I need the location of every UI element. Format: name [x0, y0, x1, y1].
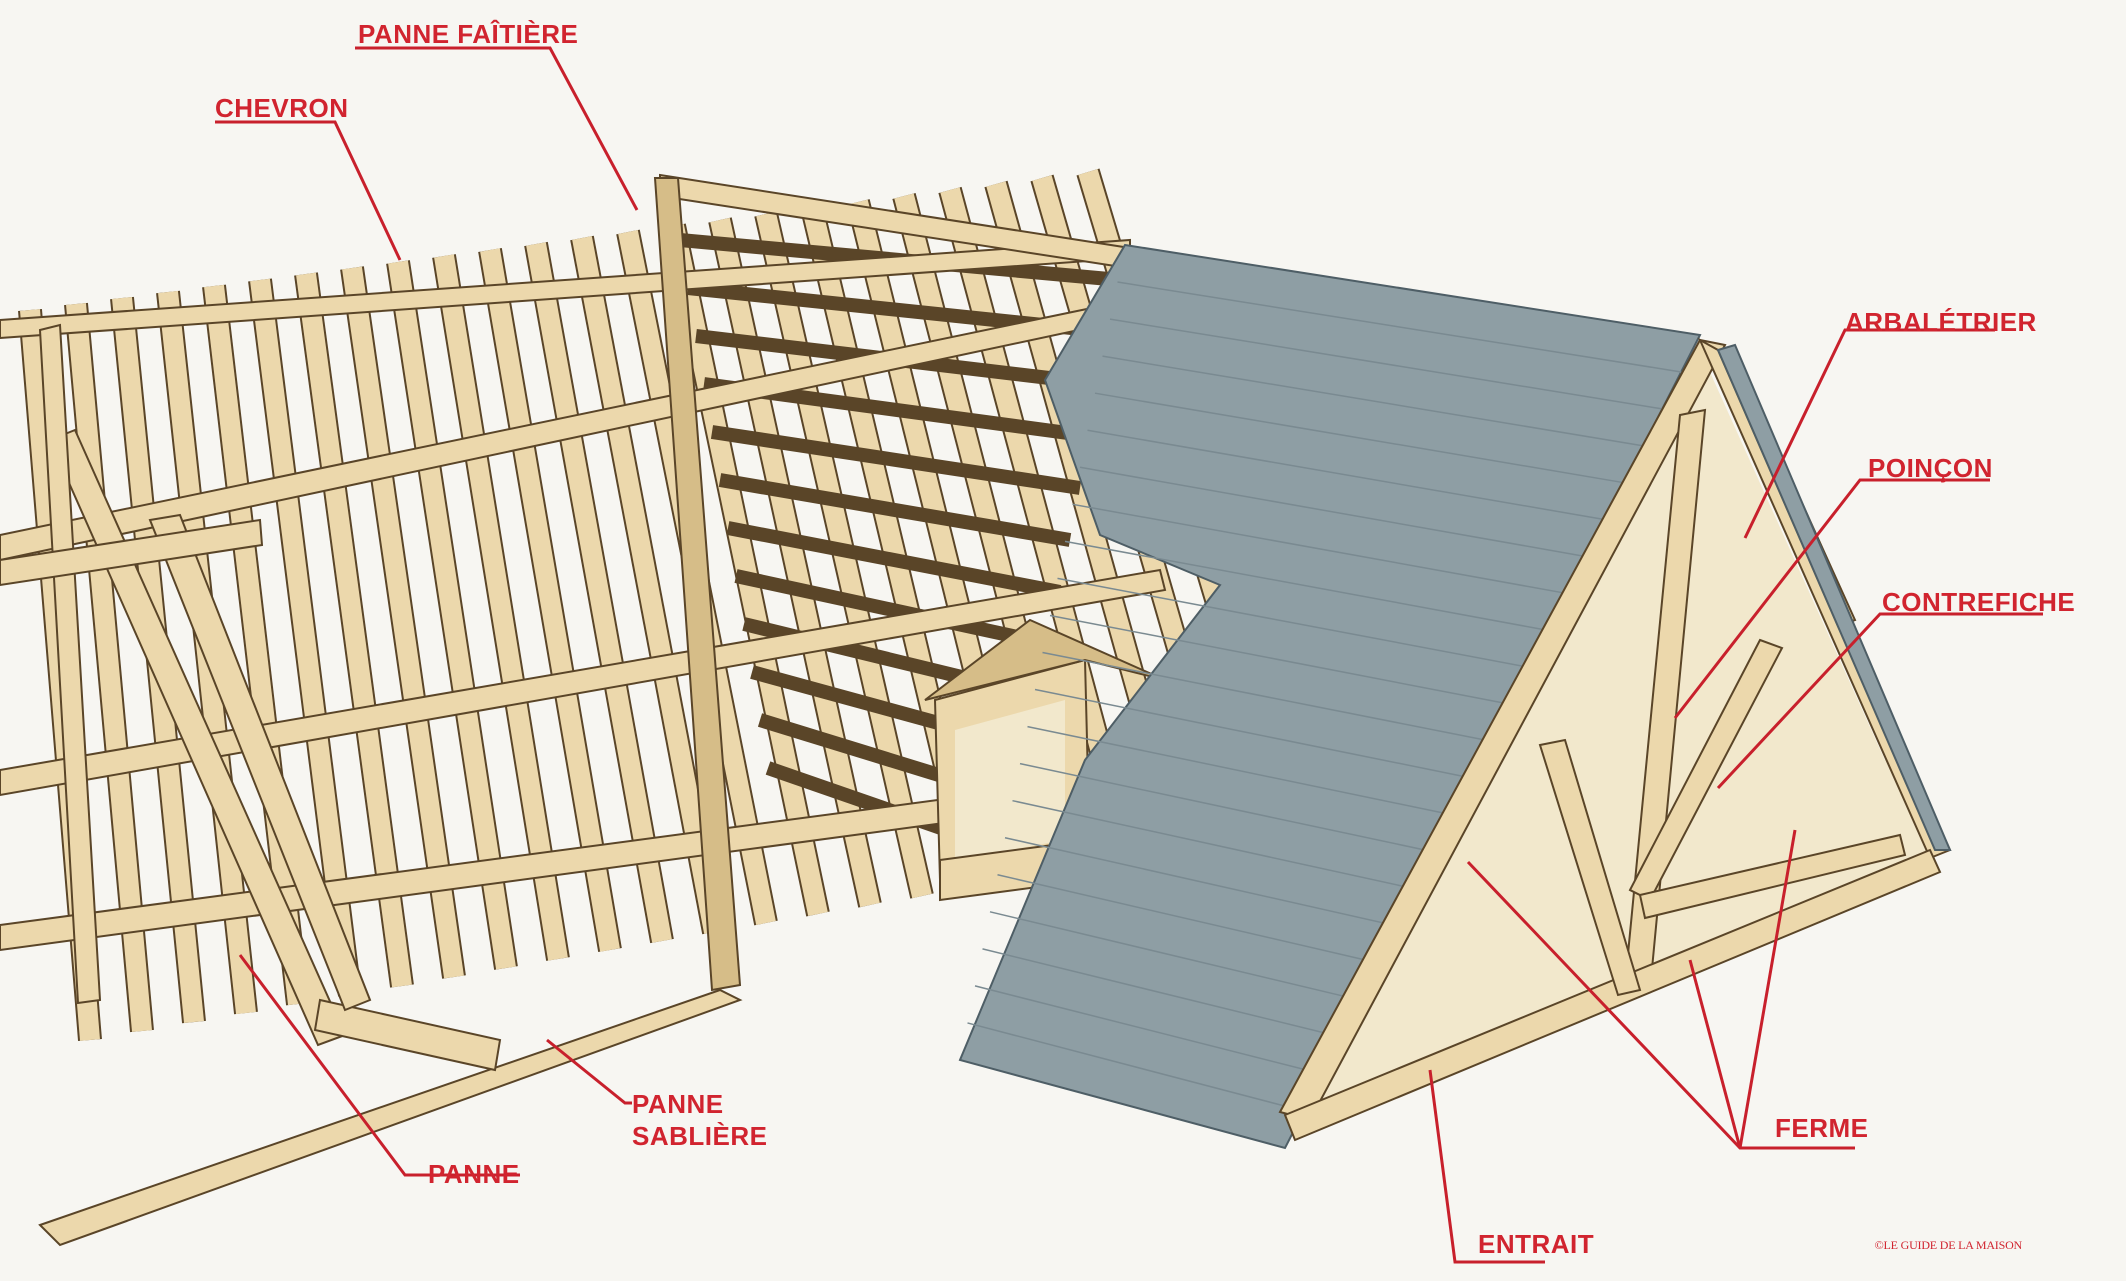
left-truss: [0, 323, 502, 1072]
chevron-rafter-fill: [342, 266, 464, 979]
chevron-rafter-fill: [250, 278, 360, 997]
label-chevron: CHEVRON: [215, 93, 349, 123]
slate-course: [982, 948, 1342, 1038]
slate-course: [997, 874, 1380, 964]
contrefiche-left: [1538, 738, 1642, 997]
batten: [726, 521, 1062, 599]
slate-course: [1064, 540, 1550, 632]
slate-course: [1019, 762, 1437, 854]
slate-course: [1094, 392, 1625, 484]
gable-wall: [1285, 350, 1930, 1120]
entrait-beam: [1283, 848, 1942, 1142]
leader-entrait: [1428, 1069, 1545, 1264]
label-ferme: FERME: [1775, 1113, 1869, 1143]
copyright-credit: ©LE GUIDE DE LA MAISON: [1874, 1238, 2023, 1252]
slate-course: [1087, 429, 1606, 521]
chevron-rafter-fill: [388, 260, 516, 970]
slate-course: [1049, 614, 1512, 706]
label-panne-sabliere: PANNE SABLIÈRE: [632, 1088, 767, 1152]
label-panne-faitiere: PANNE FAÎTIÈRE: [358, 19, 579, 49]
slate-course: [967, 1022, 1305, 1112]
slate-course: [1034, 688, 1474, 780]
leader-contrefiche: [1716, 612, 2043, 790]
leader-panne-sabliere: [546, 1038, 632, 1105]
panne-beam-middle: [0, 568, 1167, 797]
slate-course: [1117, 281, 1682, 373]
label-arbaletrier: ARBALÉTRIER: [1845, 307, 2037, 337]
slate-course: [1004, 836, 1399, 928]
leader-ferme-2: [1688, 959, 1742, 1149]
batten: [734, 569, 1052, 651]
chevron-rafter-fill: [434, 254, 568, 961]
label-panne-sabliere-line1: PANNE: [632, 1089, 724, 1119]
slate-course: [1057, 577, 1531, 669]
leader-ferme-3: [1738, 829, 1797, 1149]
slate-course: [1042, 651, 1493, 743]
label-poincon: POINÇON: [1868, 453, 1993, 483]
chevron-rafter-fill: [572, 236, 724, 934]
batten: [710, 425, 1082, 495]
slate-course: [1072, 503, 1569, 595]
slate-course: [974, 985, 1323, 1075]
rafters-group: [18, 168, 1298, 1041]
leader-arbaletrier: [1743, 328, 1995, 539]
chevron-rafter-fill: [526, 242, 672, 943]
leader-panne: [238, 954, 520, 1177]
chevron-rafter-fill: [480, 248, 620, 952]
label-entrait: ENTRAIT: [1478, 1229, 1595, 1259]
slate-course: [1079, 466, 1587, 558]
slate-course: [1109, 318, 1663, 410]
leader-poincon: [1673, 478, 1990, 719]
slate-course: [989, 911, 1361, 1001]
slate-course: [1102, 355, 1644, 447]
batten: [718, 473, 1072, 547]
leader-chevron: [215, 120, 402, 261]
slate-course: [1012, 799, 1418, 891]
label-panne-sabliere-line2: SABLIÈRE: [632, 1121, 768, 1151]
hip-rafter: [653, 177, 742, 992]
chevron-rafter-fill: [296, 272, 412, 988]
label-contrefiche: CONTREFICHE: [1882, 587, 2076, 617]
leader-lines: [215, 46, 2043, 1264]
slate-course: [1027, 725, 1455, 817]
rear-entrait: [1638, 833, 1907, 920]
leader-panne-faitiere: [355, 46, 639, 211]
label-panne: PANNE: [428, 1159, 520, 1189]
chevron-rafter-fill: [204, 284, 308, 1006]
